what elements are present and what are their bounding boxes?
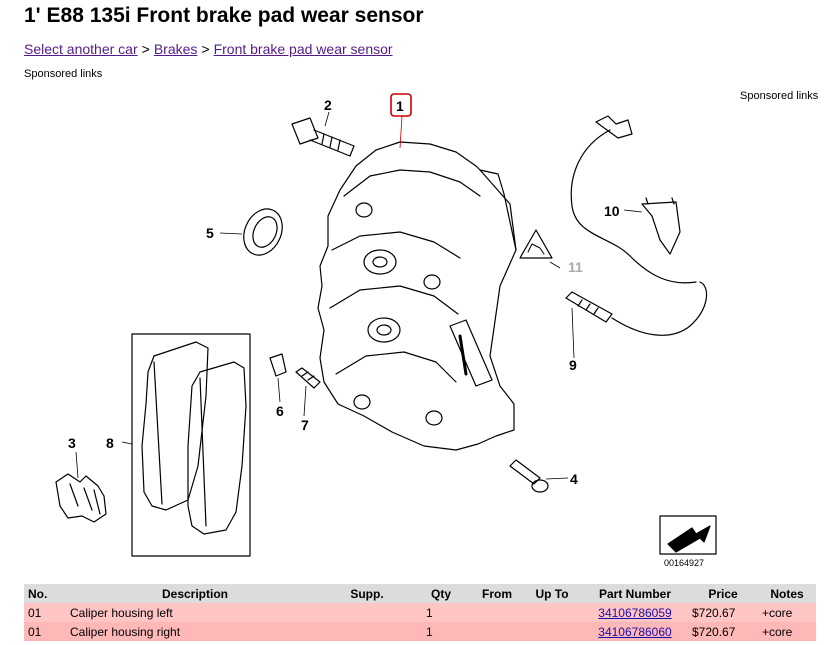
breadcrumb-separator: > — [201, 41, 210, 57]
cell-no: 01 — [24, 603, 66, 622]
caliper-housing-drawing — [317, 141, 517, 451]
col-price: Price — [688, 584, 758, 603]
seal-ring-drawing — [243, 208, 283, 256]
sponsored-links-label: Sponsored links — [740, 90, 819, 102]
cell-qty: 1 — [410, 622, 472, 641]
brake-pads-drawing — [131, 333, 251, 557]
callout-1-highlight — [390, 93, 412, 117]
cell-no: 01 — [24, 622, 66, 641]
bracket-drawing — [641, 197, 681, 255]
page-title: 1' E88 135i Front brake pad wear sensor — [24, 4, 424, 27]
callout-4[interactable]: 4 — [570, 471, 578, 487]
callout-8[interactable]: 8 — [106, 435, 114, 451]
callout-11[interactable]: 11 — [568, 259, 583, 275]
col-no: No. — [24, 584, 66, 603]
breadcrumb-separator: > — [141, 41, 150, 57]
col-part-number: Part Number — [582, 584, 688, 603]
cell-from — [472, 603, 522, 622]
sponsored-links-label: Sponsored links — [24, 68, 103, 80]
callout-7[interactable]: 7 — [301, 417, 309, 433]
table-header-row: No. Description Supp. Qty From Up To Par… — [24, 584, 816, 603]
cell-from — [472, 622, 522, 641]
wear-sensor-drawing — [565, 129, 708, 336]
callout-2[interactable]: 2 — [324, 97, 332, 113]
col-description: Description — [66, 584, 324, 603]
cell-supp — [324, 622, 410, 641]
callout-10[interactable]: 10 — [604, 203, 620, 219]
cell-price: $720.67 — [688, 622, 758, 641]
bolt-drawing — [291, 117, 355, 157]
spring-clip-drawing — [55, 473, 107, 523]
diagram-image-number: 00164927 — [664, 558, 704, 568]
table-row: 01 Caliper housing left 1 34106786059 $7… — [24, 603, 816, 622]
cell-notes: +core — [758, 603, 816, 622]
cell-upto — [522, 603, 582, 622]
breadcrumb-select-car-link[interactable]: Select another car — [24, 41, 138, 57]
callout-1[interactable]: 1 — [396, 98, 404, 114]
parts-diagram: 1 2 3 4 5 6 7 8 9 10 11 00164927 — [55, 93, 717, 568]
breadcrumb-current-link[interactable]: Front brake pad wear sensor — [213, 41, 393, 57]
col-supp: Supp. — [324, 584, 410, 603]
cell-price: $720.67 — [688, 603, 758, 622]
guide-bolt-drawing — [509, 459, 549, 493]
col-from: From — [472, 584, 522, 603]
next-arrow-icon[interactable] — [659, 515, 717, 555]
cell-supp — [324, 603, 410, 622]
breadcrumb: Select another car>Brakes>Front brake pa… — [24, 41, 393, 57]
table-row: 01 Caliper housing right 1 34106786060 $… — [24, 622, 816, 641]
col-upto: Up To — [522, 584, 582, 603]
parts-table: No. Description Supp. Qty From Up To Par… — [24, 584, 816, 641]
callout-6[interactable]: 6 — [276, 403, 284, 419]
breadcrumb-brakes-link[interactable]: Brakes — [153, 41, 198, 57]
cell-description: Caliper housing left — [66, 603, 324, 622]
bleeder-screw-drawing — [269, 353, 321, 389]
warning-triangle-drawing — [519, 229, 553, 259]
cell-qty: 1 — [410, 603, 472, 622]
col-qty: Qty — [410, 584, 472, 603]
callout-5[interactable]: 5 — [206, 225, 214, 241]
part-number-link[interactable]: 34106786059 — [598, 605, 672, 620]
cell-notes: +core — [758, 622, 816, 641]
callout-3[interactable]: 3 — [68, 435, 76, 451]
part-number-link[interactable]: 34106786060 — [598, 624, 672, 639]
callout-9[interactable]: 9 — [569, 357, 577, 373]
cell-upto — [522, 622, 582, 641]
cell-description: Caliper housing right — [66, 622, 324, 641]
col-notes: Notes — [758, 584, 816, 603]
